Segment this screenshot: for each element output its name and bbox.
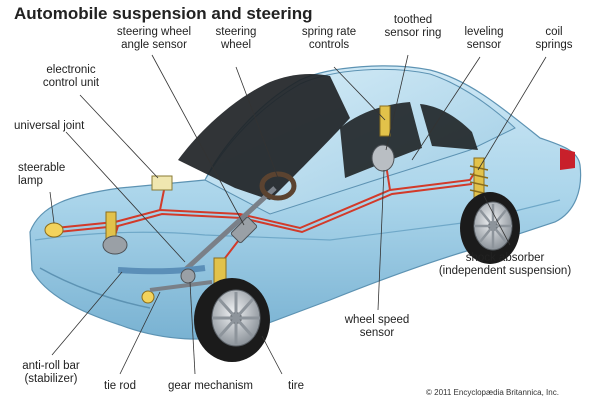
headlamp — [44, 222, 64, 238]
diagram-title: Automobile suspension and steering — [14, 4, 313, 23]
label-shock-absorber: shock absorber (independent suspension) — [438, 252, 572, 277]
anti-roll-bar — [117, 265, 206, 275]
front-wheel — [194, 278, 270, 362]
body-crease — [34, 199, 561, 241]
label-steerable-lamp: steerable lamp — [18, 162, 66, 187]
label-electronic-control-unit: electronic control unit — [42, 64, 100, 89]
tail-light — [560, 148, 575, 170]
side-window-rear — [420, 104, 478, 150]
label-universal-joint: universal joint — [14, 120, 85, 132]
ecu-box — [151, 175, 173, 191]
label-tie-rod: tie rod — [104, 380, 136, 392]
label-tire: tire — [288, 380, 304, 392]
tie-rod — [149, 280, 213, 292]
front-bumper — [39, 267, 151, 309]
steering-column — [183, 171, 297, 272]
label-spring-rate-controls: spring rate controls — [301, 26, 357, 51]
label-wheel-speed-sensor: wheel speed sensor — [344, 314, 410, 339]
label-steering-wheel-angle-sensor: steering wheel angle sensor — [116, 26, 192, 51]
label-gear-mechanism: gear mechanism — [168, 380, 254, 392]
label-leveling-sensor: leveling sensor — [464, 26, 504, 51]
windshield — [178, 74, 350, 200]
label-coil-springs: coil springs — [535, 26, 573, 51]
leader-lines — [49, 54, 547, 375]
side-window-front — [340, 102, 422, 178]
label-anti-roll-bar: anti-roll bar (stabilizer) — [22, 360, 80, 385]
fog-lamp — [141, 290, 155, 304]
rear-wheel — [460, 192, 520, 264]
copyright-credit: © 2011 Encyclopædia Britannica, Inc. — [426, 388, 559, 397]
label-steering-wheel: steering wheel — [215, 26, 257, 51]
label-toothed-sensor-ring: toothed sensor ring — [384, 14, 442, 39]
gear-housing — [180, 268, 196, 284]
front-left-strut — [102, 211, 128, 255]
rear-left-strut — [371, 105, 395, 172]
